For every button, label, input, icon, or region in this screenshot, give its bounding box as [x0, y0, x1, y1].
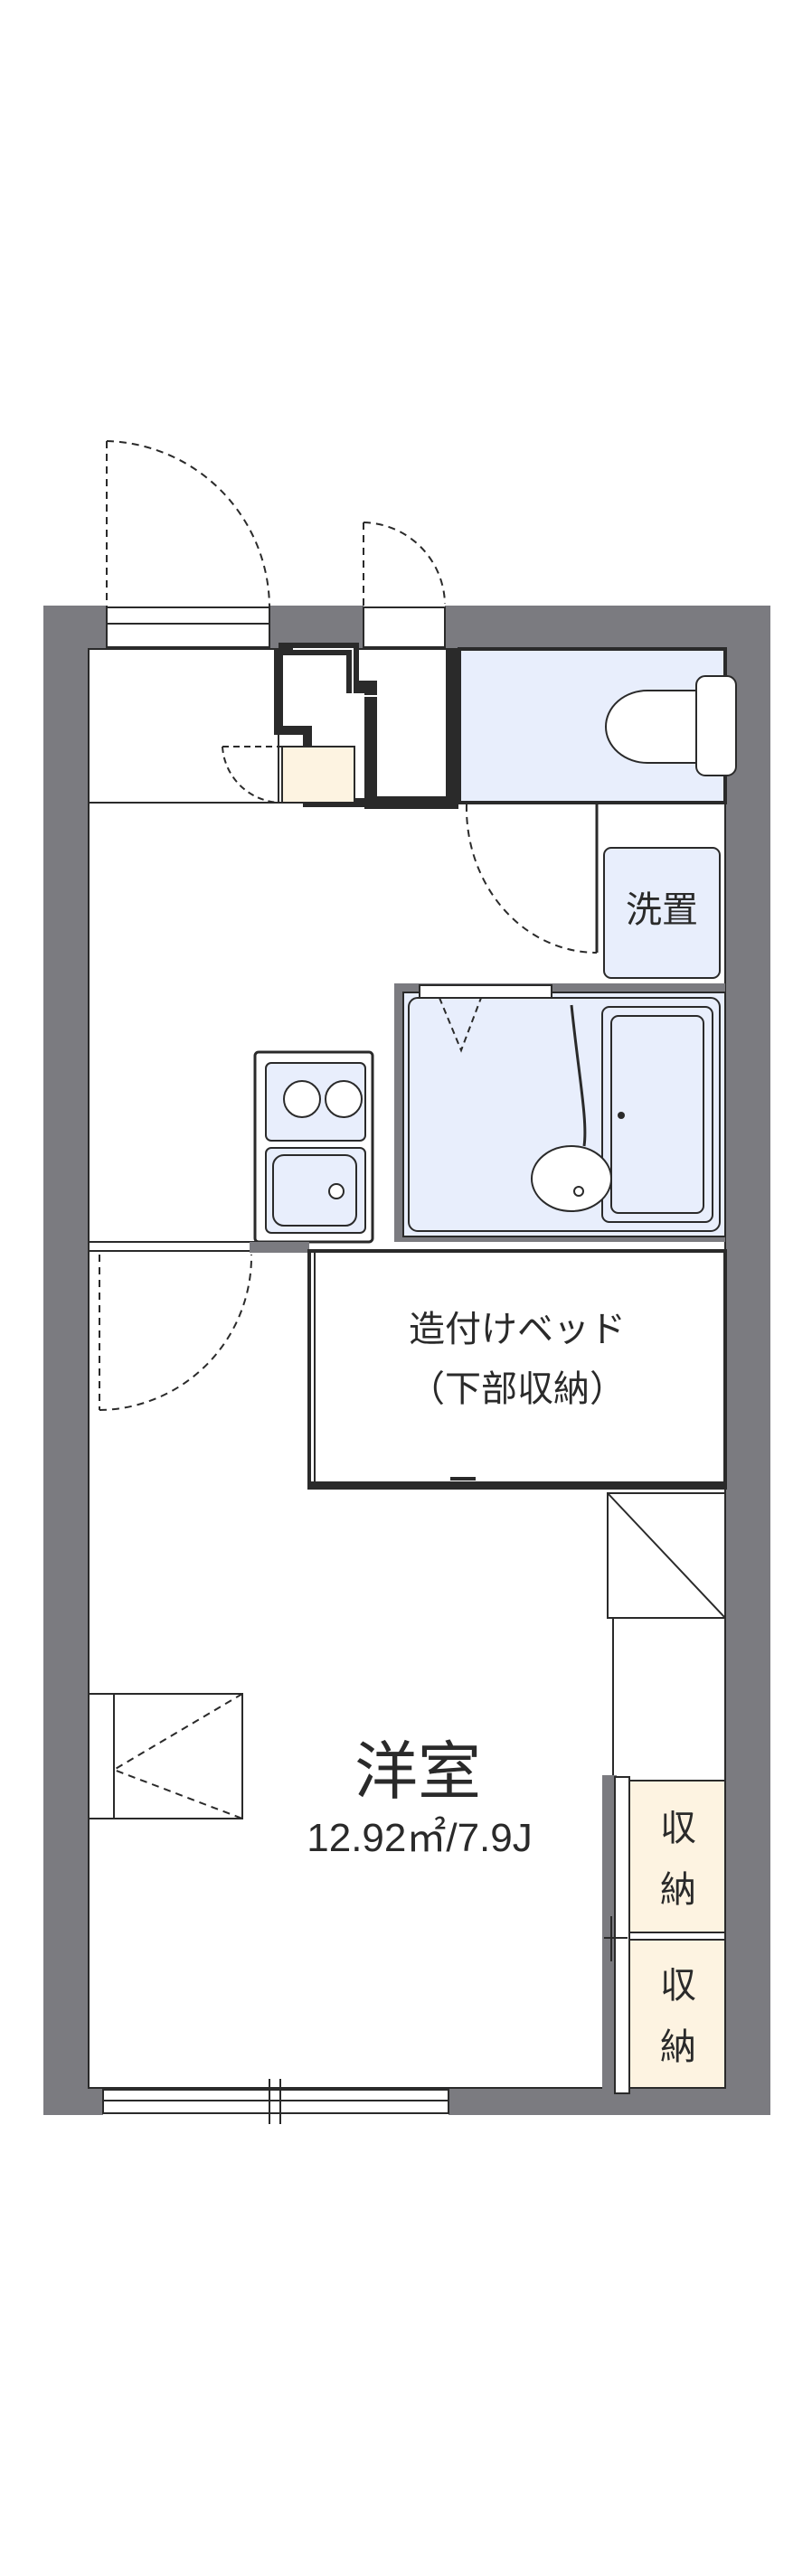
closets: 収 納 収 納 [602, 1775, 726, 2094]
bed-label-line2: （下部収納） [409, 1368, 626, 1410]
entrance-hall [88, 648, 452, 804]
side-window [88, 1693, 243, 1819]
burner-left [283, 1080, 321, 1118]
kitchen-counter [253, 1050, 374, 1244]
kitchen-partition [89, 1241, 309, 1253]
entrance-door [106, 440, 270, 648]
closet-2-label-top: 収 [660, 1965, 696, 2007]
bathtub [601, 1006, 713, 1223]
toilet-bowl [605, 690, 697, 764]
meter-door [363, 522, 446, 648]
room-name: 洋室 [354, 1735, 481, 1809]
toilet-room [458, 647, 737, 804]
entrance-storage [222, 746, 355, 804]
room-door-swing [99, 1254, 253, 1411]
toilet-tank [695, 675, 737, 776]
washer-space: 洗置 [603, 847, 721, 979]
room-size: 12.92㎡/7.9J [307, 1816, 533, 1860]
wall-top-mid [269, 606, 364, 649]
balcony-window [102, 2079, 449, 2124]
loft-ladder [607, 1492, 726, 1775]
wall-top-left [43, 606, 107, 649]
washbasin [531, 1145, 612, 1212]
burner-right [325, 1080, 363, 1118]
washer-label: 洗置 [626, 889, 698, 931]
bathroom [394, 983, 726, 1242]
wall-left [43, 606, 89, 2115]
wall-top-right [445, 606, 770, 649]
wall-right [725, 606, 770, 2115]
closet-2-label-bottom: 納 [660, 2026, 696, 2068]
built-in-bed: 造付けベッド （下部収納） [307, 1249, 727, 1490]
toilet-door-swing [465, 804, 598, 954]
closet-1-label-bottom: 納 [660, 1869, 696, 1911]
outer-walls [43, 606, 770, 2115]
shower-curtain [570, 1004, 587, 1147]
bed-label-line1: 造付けベッド [409, 1309, 626, 1350]
wall-bottom-left [43, 2088, 103, 2115]
closet-2 [628, 1939, 726, 2089]
closet-1-label-top: 収 [660, 1808, 696, 1849]
closet-1 [628, 1780, 726, 1933]
